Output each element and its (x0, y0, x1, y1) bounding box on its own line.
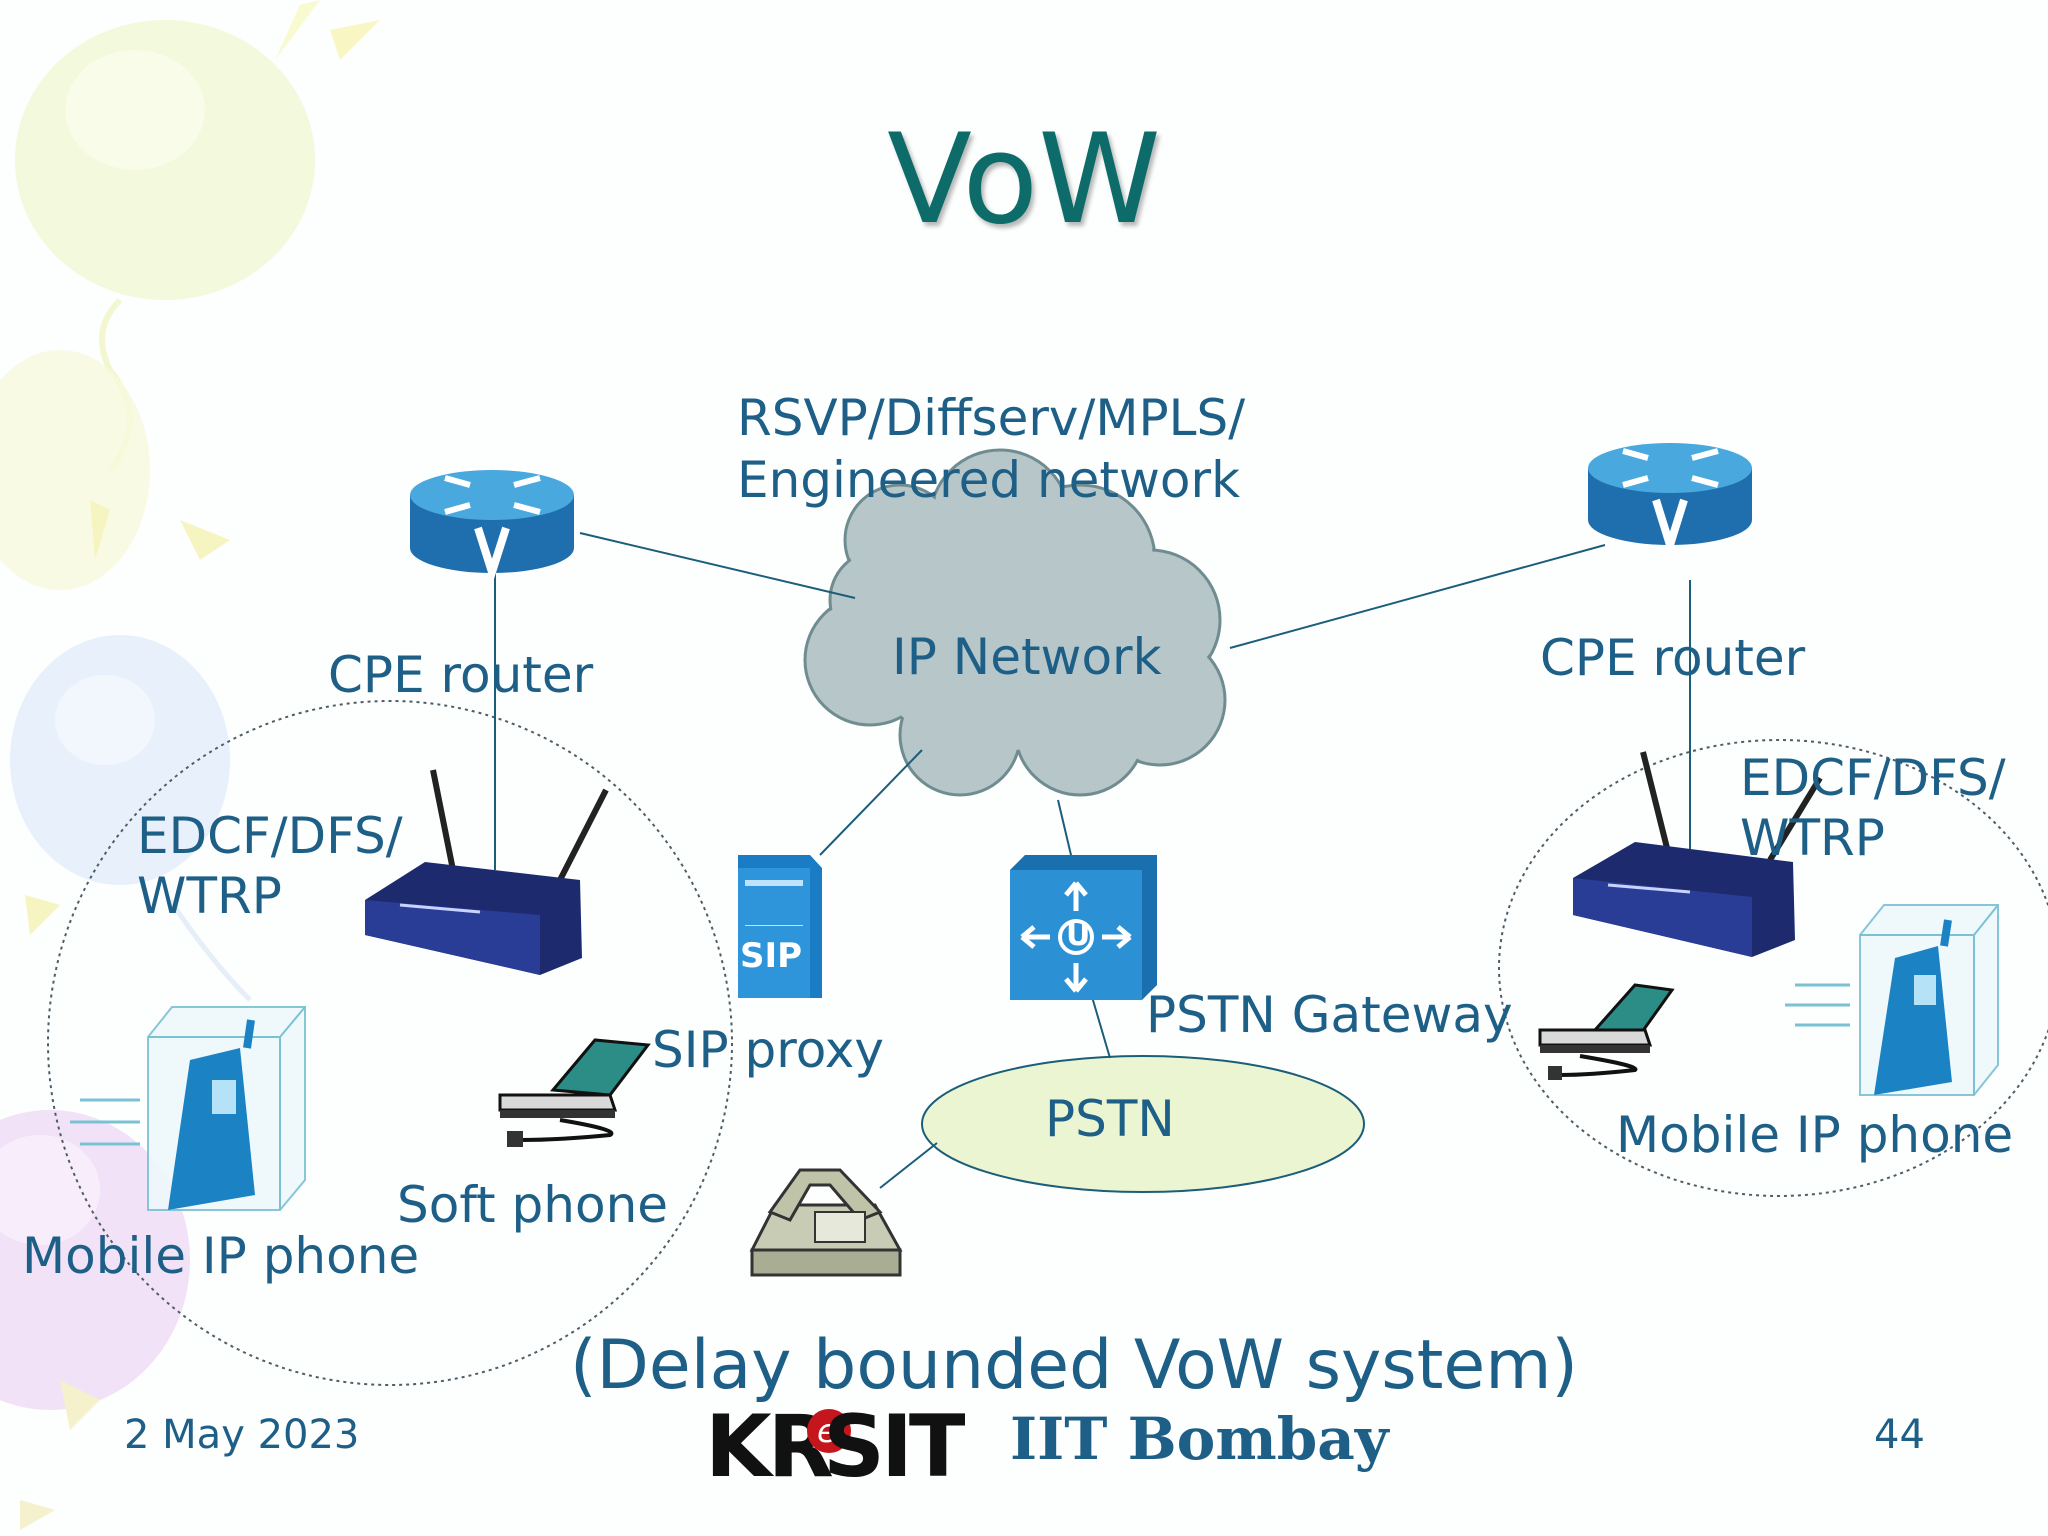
sip-proxy-label: SIP proxy (652, 1021, 884, 1079)
pstn-gateway-label: PSTN Gateway (1146, 986, 1513, 1044)
link-left-router-network (579, 532, 856, 599)
desk-phone-icon (749, 1168, 903, 1277)
left-router-icon (410, 470, 574, 586)
right-wireless-cell (1498, 739, 2048, 1197)
left-router-label: CPE router (328, 646, 594, 704)
svg-text:SIT: SIT (823, 1398, 965, 1490)
right-laptop-icon (1538, 983, 1675, 1080)
soft-phone-label: Soft phone (397, 1176, 669, 1234)
soft-phone-laptop-icon (498, 1038, 651, 1147)
sip-icon-text: SIP (740, 936, 803, 976)
pstn-gateway-icon (1010, 855, 1157, 1000)
link-right-router-network (1229, 544, 1606, 649)
right-router-label: CPE router (1540, 629, 1806, 687)
slide-title: VoW (887, 108, 1161, 252)
right-access-point-icon (1573, 751, 1823, 957)
left-wireless-cell (47, 700, 733, 1386)
right-router-icon (1588, 443, 1752, 559)
gateway-icon-text: U (1066, 918, 1091, 953)
footer-date: 2 May 2023 (124, 1412, 360, 1458)
page-number: 44 (1874, 1412, 1925, 1458)
link-gateway-pstn (1089, 989, 1111, 1059)
left-access-point-icon (365, 769, 609, 975)
kresit-logo-mark: KR e SIT (705, 1397, 972, 1497)
left-mobile-phone-label: Mobile IP phone (22, 1227, 420, 1285)
footer-organization: IIT Bombay (1010, 1405, 1389, 1473)
right-mobile-phone-label: Mobile IP phone (1616, 1106, 2014, 1164)
kresit-logo: KR e SIT (705, 1397, 972, 1497)
pstn-cloud (921, 1055, 1365, 1193)
svg-text:e: e (817, 1412, 837, 1450)
pstn-label: PSTN (1045, 1090, 1175, 1148)
left-wlan-protocol-label-2: WTRP (137, 867, 282, 925)
backbone-network-label: Engineered network (737, 451, 1241, 509)
right-wlan-protocol-label: EDCF/DFS/ (1740, 749, 2006, 807)
backbone-qos-label: RSVP/Diffserv/MPLS/ (737, 389, 1246, 447)
link-pstn-phone (879, 1142, 938, 1189)
ip-network-label: IP Network (892, 628, 1162, 686)
diagram-caption: (Delay bounded VoW system) (570, 1326, 1578, 1405)
left-wlan-protocol-label: EDCF/DFS/ (137, 807, 403, 865)
link-network-sip (819, 749, 923, 856)
ip-network-cloud (803, 448, 1227, 797)
left-mobile-phone-icon (70, 1006, 306, 1211)
right-mobile-phone-icon (1785, 904, 1999, 1096)
sip-server-icon (738, 855, 822, 998)
right-wlan-protocol-label-2: WTRP (1740, 809, 1885, 867)
